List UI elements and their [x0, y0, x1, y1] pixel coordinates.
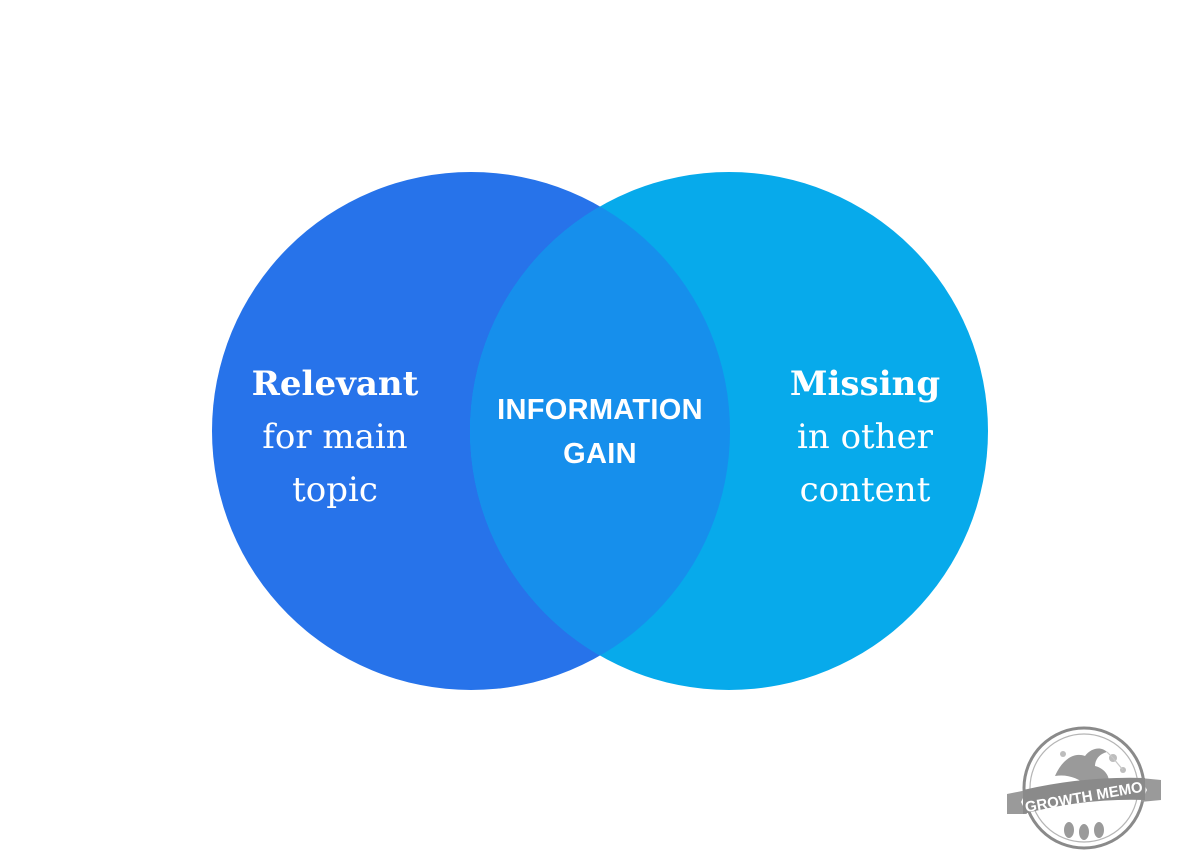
relevant-label: Relevant for main topic	[235, 358, 435, 517]
information-gain-label: INFORMATION GAIN	[470, 388, 730, 476]
missing-label: Missing in other content	[765, 358, 965, 517]
relevant-line-2: topic	[292, 470, 378, 510]
information-gain-line-1: INFORMATION	[497, 394, 703, 426]
relevant-line-1: for main	[262, 417, 408, 457]
missing-line-2: content	[799, 470, 931, 510]
missing-title: Missing	[789, 364, 941, 404]
information-gain-line-2: GAIN	[563, 438, 637, 470]
relevant-title: Relevant	[251, 364, 419, 404]
overlap-region	[470, 172, 730, 690]
missing-line-1: in other	[797, 417, 933, 457]
growth-memo-logo: GROWTH MEMO	[1007, 726, 1161, 850]
